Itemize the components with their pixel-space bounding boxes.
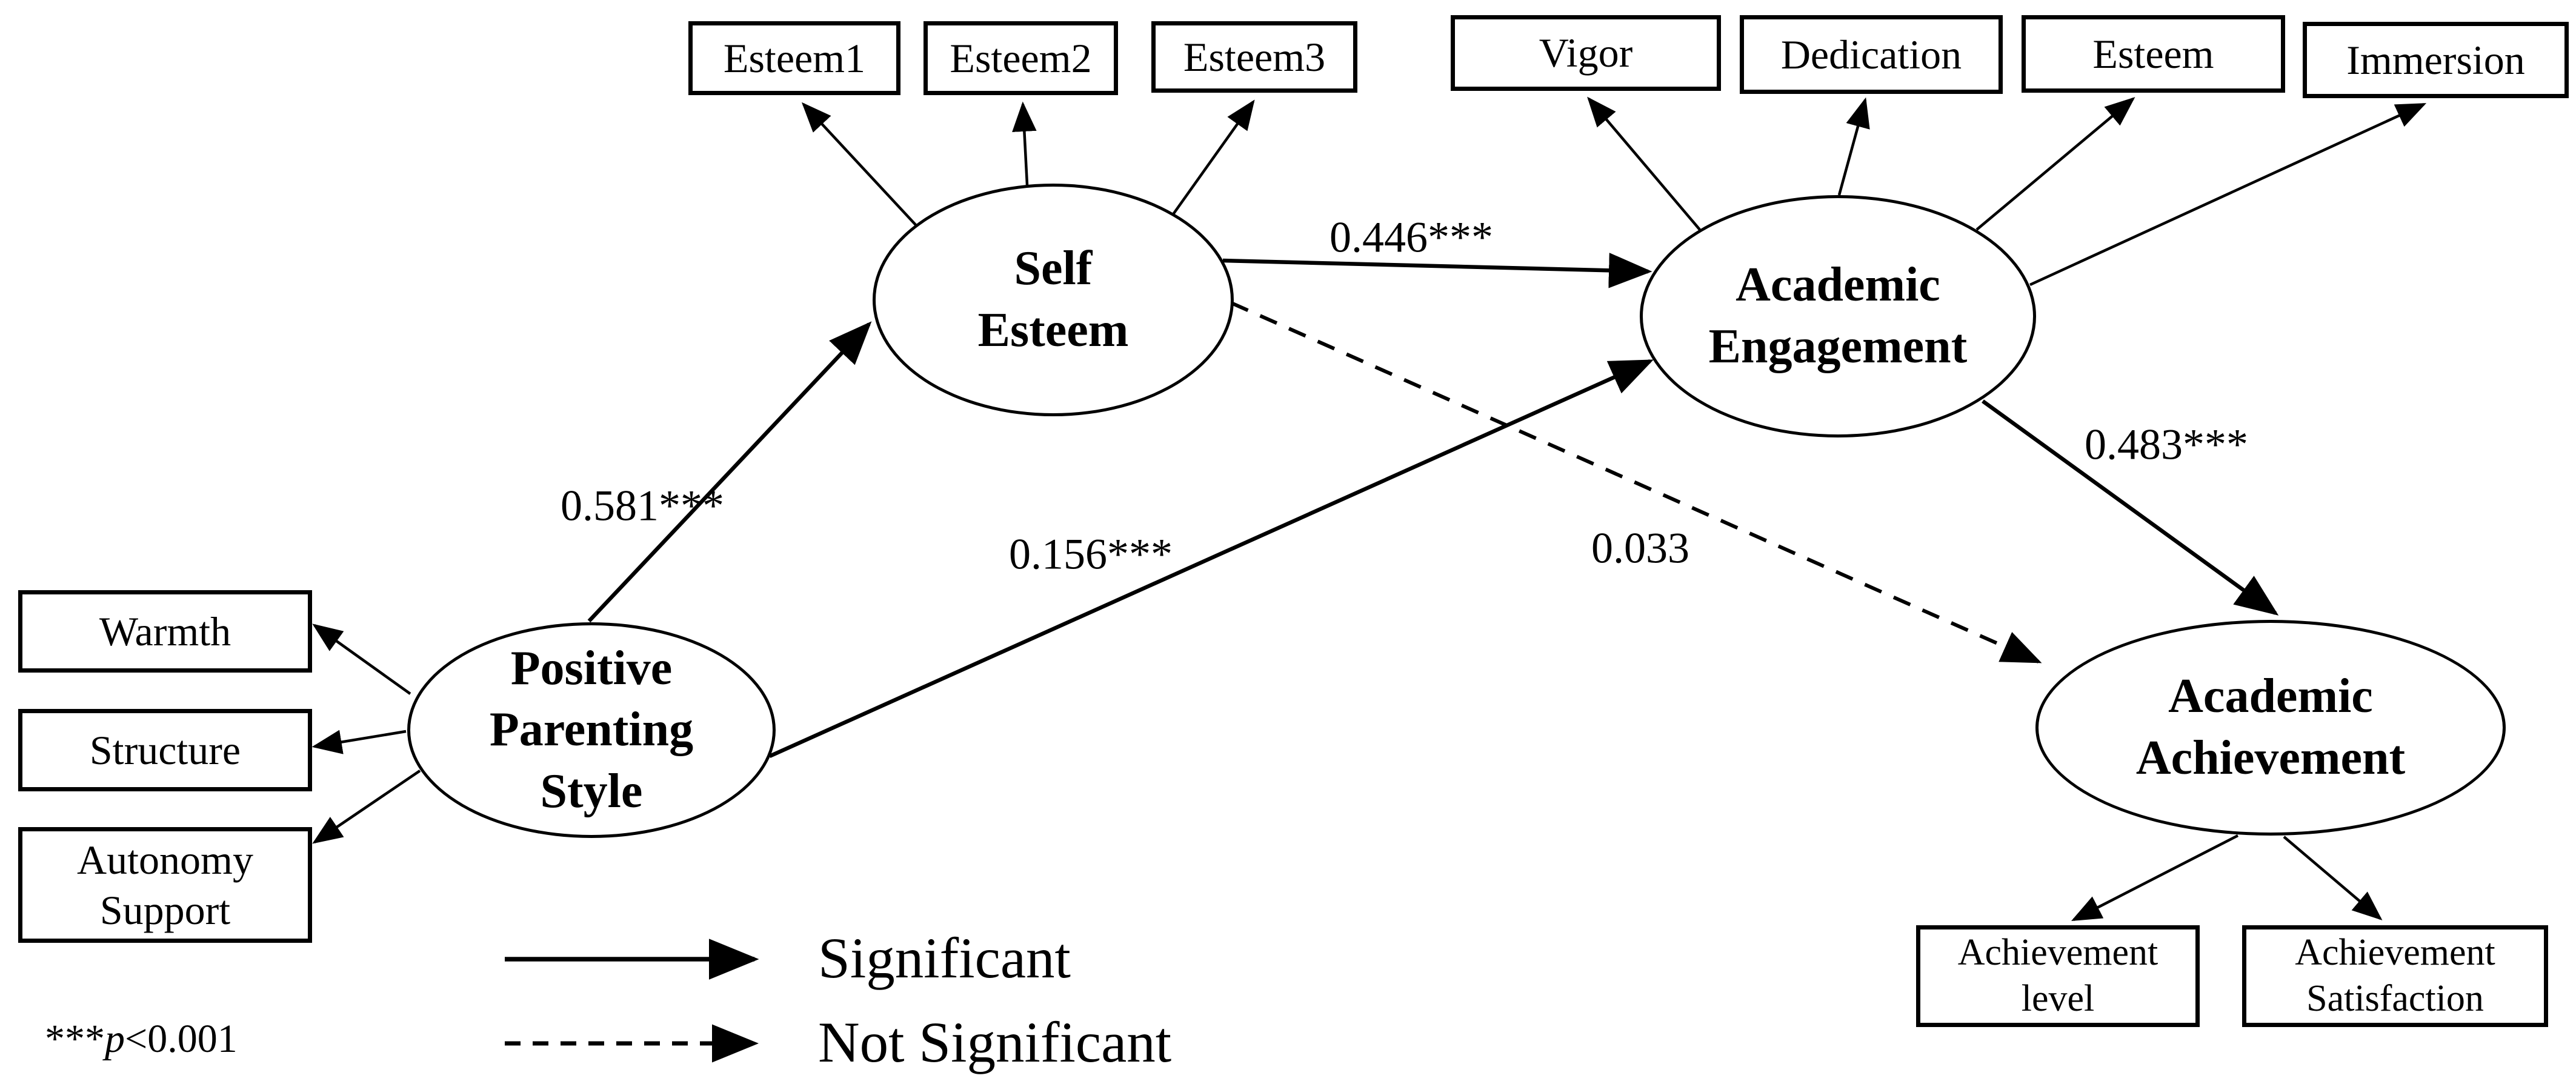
p-note-stars: ***: [45, 1017, 105, 1061]
observed-autonomy-support-label: Autonomy Support: [77, 836, 253, 933]
observed-esteem3-label: Esteem3: [1183, 33, 1326, 80]
legend-not-significant-label: Not Significant: [818, 1009, 1172, 1074]
path-pps-to-se: [587, 321, 872, 623]
arrow-pps-autonomy: [312, 770, 421, 844]
observed-esteem1: Esteem1: [688, 21, 900, 95]
observed-structure-label: Structure: [89, 727, 241, 773]
arrow-se-esteem1: [801, 102, 917, 226]
coefficient-se-ae: 0.446***: [1330, 213, 1493, 262]
arrow-aa-achlevel: [2071, 834, 2239, 922]
observed-esteem1-label: Esteem1: [723, 35, 866, 81]
arrow-pps-structure: [311, 730, 407, 754]
latent-academic-engagement: Academic Engagement: [1640, 195, 2036, 437]
path-pps-to-ae: [768, 359, 1654, 758]
observed-esteem: Esteem: [2022, 15, 2285, 93]
arrow-ae-esteem: [1975, 97, 2135, 231]
latent-academic-engagement-label: Academic Engagement: [1708, 258, 1968, 373]
legend-significant-label: Significant: [818, 925, 1071, 990]
observed-immersion: Immersion: [2303, 22, 2569, 98]
latent-positive-parenting-style: Positive Parenting Style: [407, 622, 776, 838]
path-se-to-aa-dashed: [1230, 301, 2042, 663]
latent-positive-parenting-style-label: Positive Parenting Style: [489, 641, 694, 818]
arrow-se-esteem3: [1168, 99, 1255, 221]
observed-autonomy-support: Autonomy Support: [18, 827, 312, 943]
coefficient-se-aa: 0.033: [1591, 524, 1689, 573]
latent-self-esteem: Self Esteem: [873, 184, 1234, 416]
observed-achievement-level: Achievement level: [1916, 925, 2200, 1027]
observed-achievement-satisfaction-label: Achievement Satisfaction: [2295, 932, 2495, 1019]
observed-achievement-level-label: Achievement level: [1957, 932, 2158, 1019]
p-note-symbol: p: [105, 1017, 125, 1061]
observed-warmth-label: Warmth: [99, 608, 231, 654]
latent-self-esteem-label: Self Esteem: [977, 242, 1129, 357]
observed-dedication-label: Dedication: [1780, 31, 1962, 78]
arrow-aa-achsat: [2283, 836, 2383, 920]
observed-esteem-label: Esteem: [2092, 30, 2214, 77]
observed-esteem3: Esteem3: [1151, 21, 1357, 93]
observed-esteem2: Esteem2: [924, 21, 1118, 95]
p-value-note: ***p<0.001: [45, 1016, 238, 1062]
observed-vigor: Vigor: [1451, 15, 1721, 91]
latent-academic-achievement-label: Academic Achievement: [2135, 670, 2406, 785]
arrow-ae-vigor: [1587, 96, 1701, 231]
latent-academic-achievement: Academic Achievement: [2035, 620, 2506, 836]
coefficient-pps-ae: 0.156***: [1009, 530, 1173, 579]
path-se-to-ae: [1222, 253, 1652, 288]
observed-achievement-satisfaction: Achievement Satisfaction: [2242, 925, 2548, 1027]
p-note-threshold: <0.001: [125, 1017, 238, 1061]
observed-immersion-label: Immersion: [2346, 36, 2525, 83]
observed-esteem2-label: Esteem2: [950, 35, 1092, 81]
arrow-ae-dedication: [1837, 97, 1870, 196]
coefficient-pps-se: 0.581***: [561, 481, 724, 530]
observed-warmth: Warmth: [18, 590, 312, 673]
arrow-ae-immersion: [2029, 102, 2427, 287]
arrow-se-esteem2: [1012, 101, 1037, 185]
observed-dedication: Dedication: [1740, 15, 2003, 94]
path-ae-to-aa: [1982, 399, 2279, 616]
observed-vigor-label: Vigor: [1539, 30, 1633, 76]
arrow-pps-warmth: [312, 623, 411, 695]
observed-structure: Structure: [18, 709, 312, 791]
coefficient-ae-aa: 0.483***: [2085, 420, 2248, 469]
